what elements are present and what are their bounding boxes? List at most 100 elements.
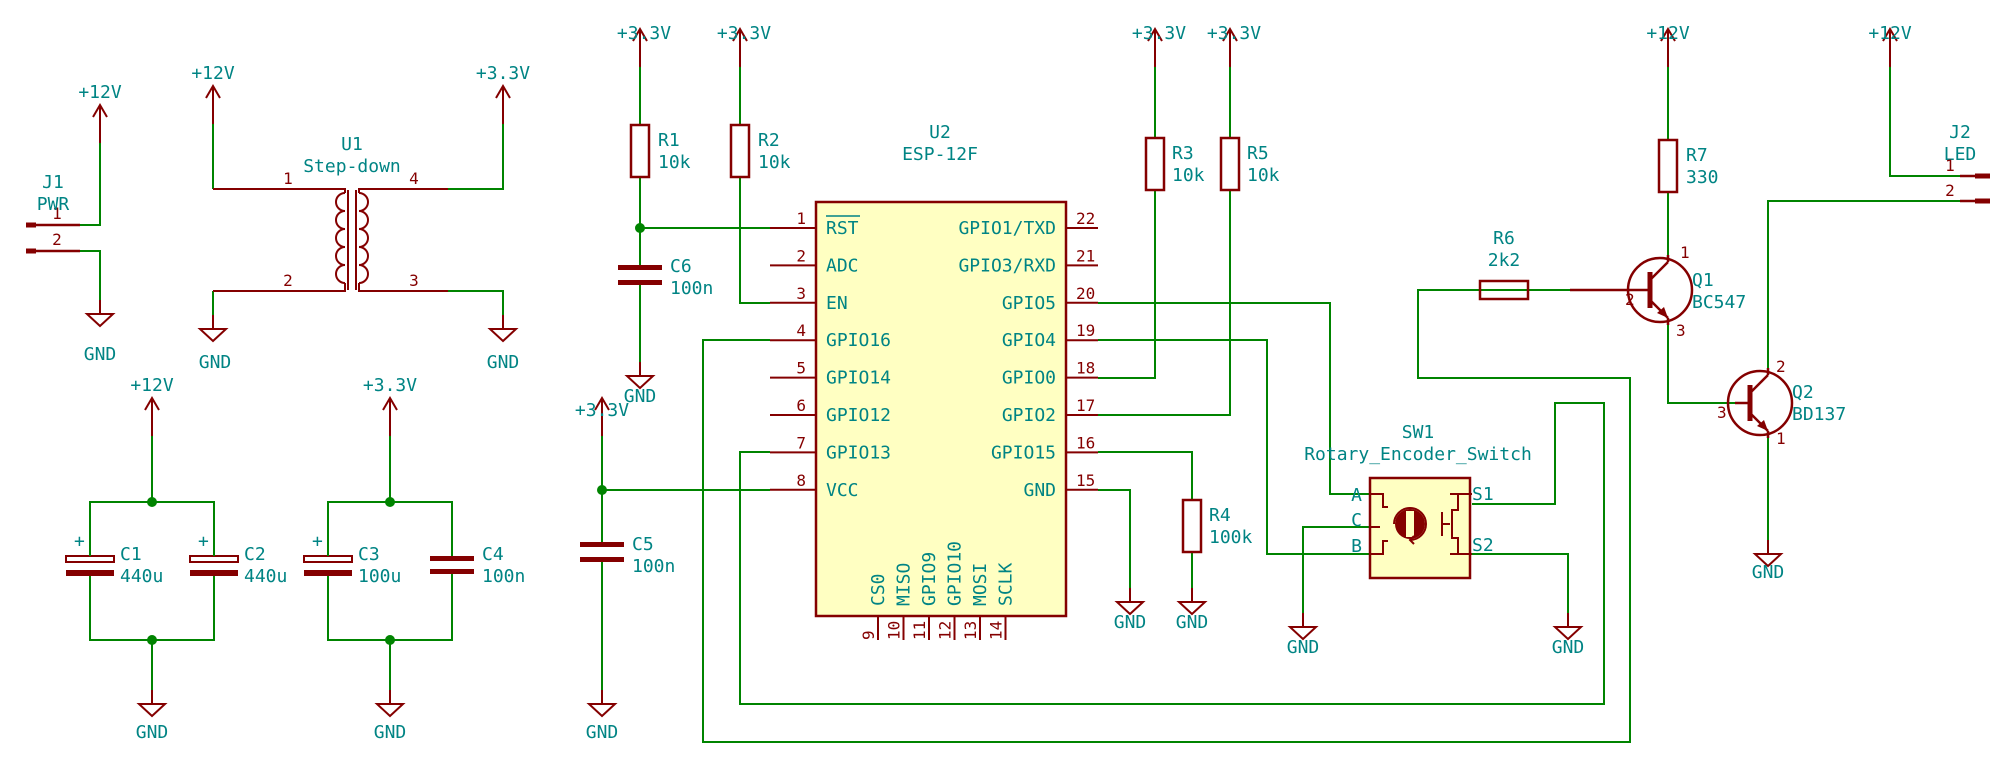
pin-number: 14 [987,621,1006,640]
pin-number: 4 [796,321,806,340]
svg-text:2: 2 [52,230,62,249]
svg-text:2k2: 2k2 [1488,250,1521,271]
svg-text:+3.3V: +3.3V [617,23,671,44]
svg-text:R5: R5 [1247,143,1269,164]
svg-text:GND: GND [136,722,169,743]
svg-text:GND: GND [374,722,407,743]
pin-number: 10 [885,621,904,640]
esp-pin-left-3: 3 EN [770,284,848,314]
pin-name: GPIO2 [1002,405,1056,426]
pin-number: 2 [796,246,806,265]
pin-number: 8 [796,471,806,490]
pin-number: 18 [1076,359,1095,378]
svg-text:B: B [1351,536,1362,557]
svg-text:+: + [74,531,85,552]
svg-text:GND: GND [487,352,520,373]
svg-text:R7: R7 [1686,145,1708,166]
pin-name: MOSI [970,563,991,606]
pin-name: GPIO16 [826,330,891,351]
svg-text:10k: 10k [658,152,691,173]
pin-number: 12 [936,621,955,640]
gnd-j1: GND [84,299,116,365]
svg-text:R4: R4 [1209,505,1231,526]
svg-text:C6: C6 [670,256,692,277]
svg-text:C: C [1351,510,1362,531]
svg-text:GND: GND [1752,562,1785,583]
pin-number: 16 [1076,433,1095,452]
svg-text:1: 1 [1945,156,1955,175]
capacitor-c4: C4 100n [430,544,525,595]
svg-text:Rotary_Encoder_Switch: Rotary_Encoder_Switch [1304,444,1532,465]
svg-text:1: 1 [283,169,293,188]
power-33v-c3: +3.3V [363,375,417,437]
gnd-encoder-s2: GND [1552,612,1584,658]
pin-name: GPIO10 [945,541,966,606]
esp-pin-left-5: 5 GPIO14 [770,359,891,389]
svg-text:+3.3V: +3.3V [476,63,530,84]
gnd-r4: GND [1176,587,1209,633]
pin-name: EN [826,293,848,314]
svg-text:GND: GND [586,722,619,743]
svg-text:+3.3V: +3.3V [363,375,417,396]
svg-text:BC547: BC547 [1692,292,1746,313]
pin-name: VCC [826,480,859,501]
pin-name: GPIO1/TXD [958,218,1056,239]
svg-text:330: 330 [1686,167,1719,188]
pin-number: 22 [1076,209,1095,228]
pin-name: GPIO14 [826,368,891,389]
power-symbols: +12V +12V +12V +12V +12V +3.3V +3.3V +3.… [78,23,1912,743]
gnd-q2: GND [1752,539,1785,583]
gnd-u1-right: GND [487,314,520,373]
resistor-r6: R6 2k2 [1478,228,1530,301]
svg-text:R3: R3 [1172,143,1194,164]
svg-text:Q1: Q1 [1692,270,1714,291]
pin-number: 5 [796,359,806,378]
svg-text:100u: 100u [358,566,401,587]
svg-text:100n: 100n [632,556,675,577]
junctions [147,223,645,645]
svg-text:J2: J2 [1949,122,1971,143]
power-33v-r2: +3.3V [717,23,771,68]
svg-text:100n: 100n [670,278,713,299]
gnd-c6: GND [624,361,657,407]
svg-text:A: A [1351,485,1362,506]
svg-text:GND: GND [624,386,657,407]
gnd-c1: GND [136,689,169,743]
pin-name: GPIO4 [1002,330,1056,351]
svg-text:+12V: +12V [78,82,122,103]
power-33v-u1: +3.3V [476,63,530,125]
power-12v-j1: +12V [78,82,122,144]
svg-text:440u: 440u [120,566,163,587]
pin-name: GPIO5 [1002,293,1056,314]
transformer-u1: U1 Step-down 1 2 3 4 [213,134,448,292]
svg-text:+12V: +12V [191,63,235,84]
svg-text:GND: GND [199,352,232,373]
svg-text:C1: C1 [120,544,142,565]
pin-number: 6 [796,396,806,415]
pin-name: GPIO15 [991,442,1056,463]
svg-text:GND: GND [1176,612,1209,633]
pin-number: 3 [796,284,806,303]
svg-text:R1: R1 [658,130,680,151]
esp-pin-right-16: 16 GPIO15 [991,433,1098,463]
pin-number: 15 [1076,471,1095,490]
pin-name: GPIO3/RXD [958,255,1056,276]
power-12v-c1: +12V [130,375,174,437]
resistor-r4: R4 100k [1181,498,1253,554]
resistor-r3: R3 10k [1144,136,1205,192]
pin-number: 9 [859,630,878,640]
svg-text:+12V: +12V [1646,23,1690,44]
svg-text:100n: 100n [482,566,525,587]
